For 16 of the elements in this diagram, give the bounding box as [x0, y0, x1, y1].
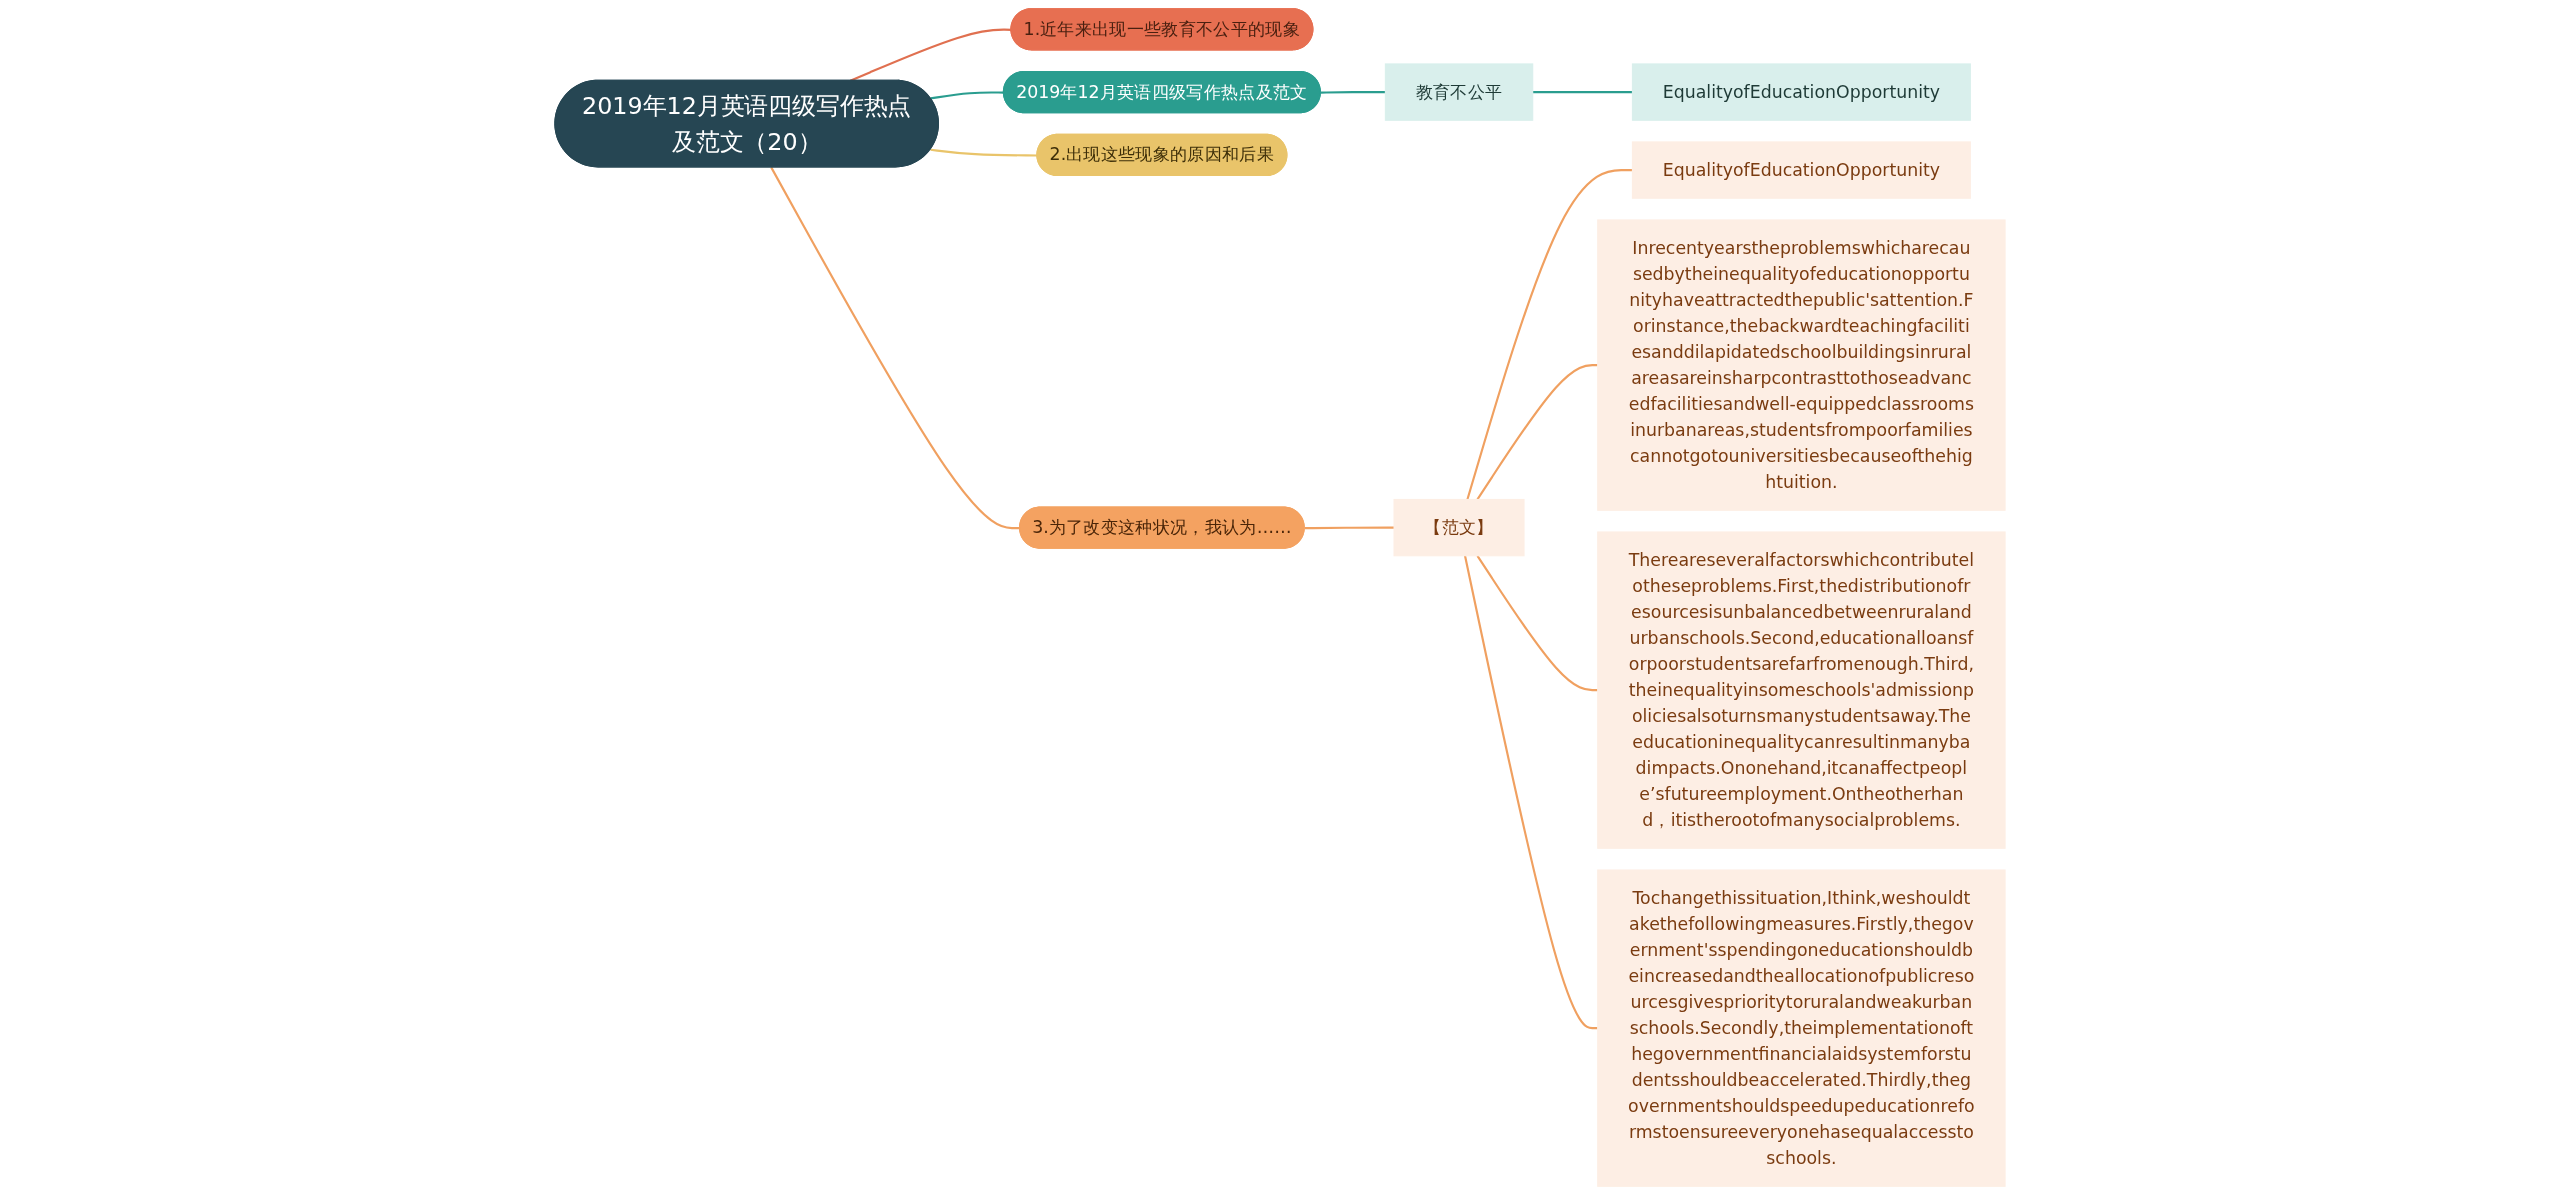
connector: [1466, 169, 1633, 500]
connector: [1476, 555, 1598, 692]
node-box: Tochangethissituation,Ithink,weshouldtakethefollowingmeasures.Firstly,thegovernment'sspendingoneducationshouldbeincreasedandtheallocationofpublicresourcesgivesprioritytoruralandweakurbanschools.Secondly,theimplementationofthegovernmentfinancialaidsystemforstudentsshouldbeaccelerated.Thirdly,thegovernmentshouldspeedupeducationreformstoensureeveryonehasequalaccesstoschools.: [1597, 869, 2006, 1187]
node-box: 【范文】: [1393, 498, 1525, 557]
connector: [930, 148, 1038, 157]
connector: [1304, 526, 1395, 530]
node-box: Inrecentyearstheproblemswhicharecausedbytheinequalityofeducationopportunityhaveattractedthepublic'sattention.Forinstance,thebackwardteachingfacilitiesanddilapidatedschoolbuildingsinruralareasareinsharpcontrasttothoseadvancedfacilitiesandwell-equippedclassroomsinurbanareas,studentsfrompoorfamiliescannotgotouniversitiesbecauseofthehightuition.: [1597, 219, 2006, 511]
node-box: EqualityofEducationOpportunity: [1631, 141, 1971, 199]
connector: [1463, 555, 1598, 1030]
node-box: EqualityofEducationOpportunity: [1631, 63, 1971, 121]
connector: [930, 91, 1004, 100]
connector: [1320, 91, 1386, 94]
node-box: Thereareseveralfactorswhichcontributelotheseproblems.First,thedistributionofresourcesisunbalancedbetweenruralandurbanschools.Second,educationalloansforpoorstudentsarefarfromenough.Third,theinequalityinsomeschools'admissionpoliciesalsoturnsmanystudentsaway.Theeducationinequalitycanresultinmanybadimpacts.Ononehand,itcanaffectpeople’sfutureemployment.Ontheotherhand，itistherootofmanysocialproblems.: [1597, 531, 2006, 849]
connector: [1532, 91, 1633, 94]
node-box: 教育不公平: [1384, 63, 1534, 121]
connector: [1476, 364, 1598, 501]
